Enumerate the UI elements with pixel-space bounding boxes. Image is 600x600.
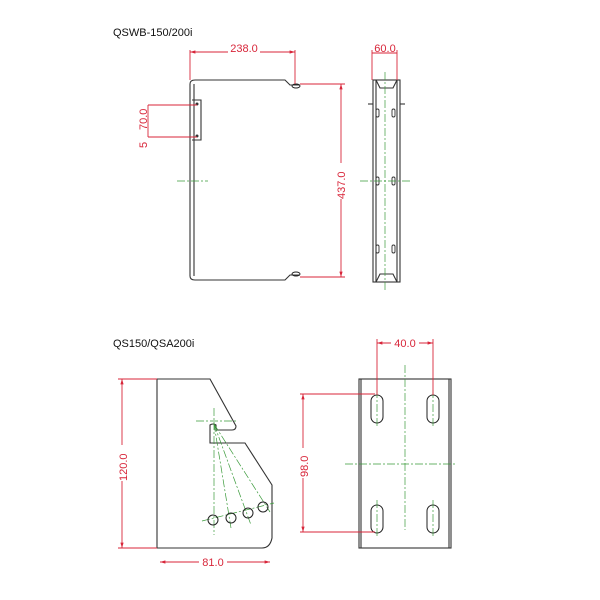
drawing-title: QS150/QSA200i	[113, 338, 194, 350]
plate-side-view	[156, 378, 275, 549]
dimension-plate-width: 81.0	[160, 555, 270, 569]
dimension-side-width: 60.0	[371, 43, 398, 80]
dimension-label: 81.0	[202, 557, 223, 569]
drawing-qs150: QS150/QSA200i 120.0	[113, 336, 457, 569]
dimension-label: 70.0	[138, 109, 150, 130]
dimension-label: 98.0	[299, 456, 311, 477]
dimension-width: 238.0	[189, 43, 296, 84]
dimension-label: 60.0	[374, 43, 395, 55]
dimension-label: 120.0	[118, 453, 130, 481]
dimension-height: 437.0	[300, 83, 348, 278]
dimension-label: 40.0	[394, 338, 415, 350]
drawing-title: QSWB-150/200i	[113, 27, 192, 39]
dimension-slot-horizontal: 40.0	[376, 336, 434, 395]
dimension-label: 437.0	[336, 171, 348, 199]
dimension-label: 5	[138, 142, 150, 148]
dimension-plate-height: 120.0	[115, 378, 157, 549]
drawing-qswb: QSWB-150/200i 238.0 70.0 5	[113, 27, 412, 290]
plate-front-view	[345, 365, 457, 549]
bracket-side-view	[360, 72, 412, 290]
bracket-front-view	[177, 79, 301, 281]
dimension-slot-vertical: 98.0	[296, 393, 375, 533]
dimension-label: 238.0	[230, 43, 258, 55]
dimension-tab-spacing: 70.0 5	[138, 104, 197, 148]
